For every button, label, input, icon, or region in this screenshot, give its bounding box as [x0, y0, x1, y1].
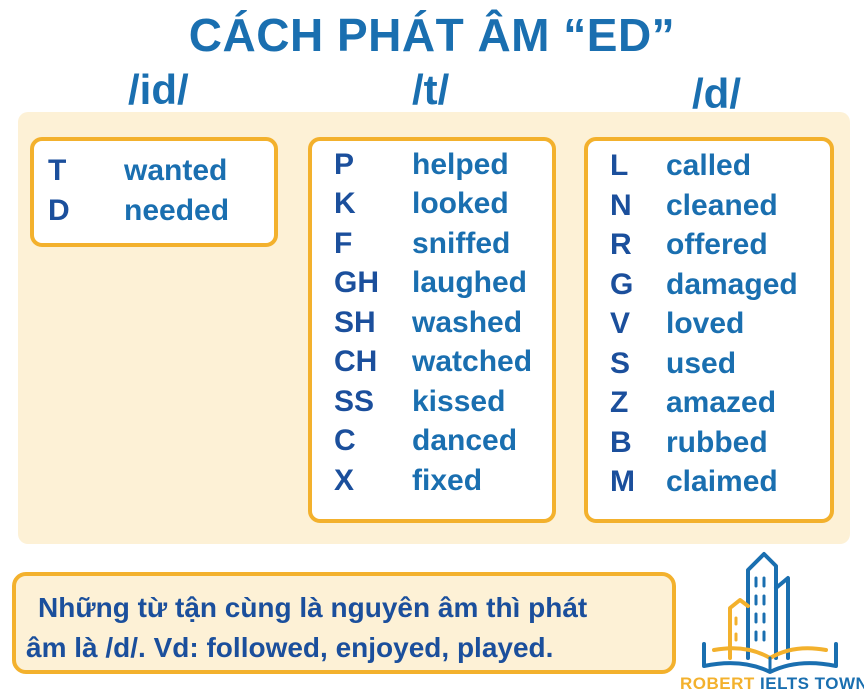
ending-letter: SS [334, 385, 375, 418]
note-line-2: âm là /d/. Vd: followed, enjoyed, played… [26, 632, 554, 663]
list-item: L called [588, 146, 830, 186]
example-word: washed [412, 306, 523, 339]
ending-letter: SH [334, 306, 376, 339]
list-item: F sniffed [312, 224, 552, 264]
ending-letter: G [610, 268, 634, 301]
example-word: kissed [412, 385, 506, 418]
vowel-note: Những từ tận cùng là nguyên âm thì phát … [12, 572, 676, 674]
ending-letter: F [334, 227, 353, 260]
ending-letter: CH [334, 345, 378, 378]
example-word: watched [412, 345, 533, 378]
list-item: X fixed [312, 461, 552, 501]
list-item: SH washed [312, 303, 552, 343]
example-word: looked [412, 187, 509, 220]
list-item: D needed [34, 191, 274, 231]
ending-letter: V [610, 307, 631, 340]
list-item: CH watched [312, 342, 552, 382]
list-item: Z amazed [588, 383, 830, 423]
ending-letter: Z [610, 386, 629, 419]
example-word: called [666, 149, 752, 182]
list-item: G damaged [588, 265, 830, 305]
list-item: T wanted [34, 151, 274, 191]
example-word: cleaned [666, 189, 778, 222]
ending-letter: GH [334, 266, 379, 299]
page-title: CÁCH PHÁT ÂM “ED” [188, 9, 676, 61]
brand-part-2: IELTS TOWN [760, 674, 864, 693]
group-t: P helped K looked F sniffed GH laughed S… [308, 137, 556, 523]
ending-letter: M [610, 465, 635, 498]
ending-letter: T [48, 154, 67, 187]
list-item: V loved [588, 304, 830, 344]
example-word: amazed [666, 386, 777, 419]
list-item: SS kissed [312, 382, 552, 422]
example-word: damaged [666, 268, 798, 301]
group-d: L called N cleaned R offered G damaged V… [584, 137, 834, 523]
example-word: helped [412, 148, 509, 181]
list-item: R offered [588, 225, 830, 265]
example-word: sniffed [412, 227, 511, 260]
ending-letter: K [334, 187, 356, 220]
list-item: GH laughed [312, 263, 552, 303]
group-id: T wanted D needed [30, 137, 278, 247]
heading-d: /d/ [692, 70, 741, 117]
example-word: claimed [666, 465, 778, 498]
heading-t: /t/ [412, 66, 450, 113]
list-item: S used [588, 344, 830, 384]
example-word: laughed [412, 266, 528, 299]
example-word: offered [666, 228, 768, 261]
brand-part-1: ROBERT [680, 674, 755, 693]
ending-letter: D [48, 194, 70, 227]
list-item: C danced [312, 421, 552, 461]
example-word: rubbed [666, 426, 768, 459]
ending-letter: C [334, 424, 356, 457]
ending-letter: X [334, 464, 355, 497]
example-word: fixed [412, 464, 483, 497]
ending-letter: B [610, 426, 632, 459]
list-item: P helped [312, 145, 552, 185]
ending-letter: N [610, 189, 632, 222]
building-book-icon [702, 552, 838, 674]
ending-letter: R [610, 228, 632, 261]
list-item: K looked [312, 184, 552, 224]
list-item: M claimed [588, 462, 830, 502]
example-word: wanted [124, 154, 228, 187]
example-word: loved [666, 307, 745, 340]
note-line-1: Những từ tận cùng là nguyên âm thì phát [38, 592, 588, 623]
example-word: danced [412, 424, 518, 457]
list-item: B rubbed [588, 423, 830, 463]
ending-letter: P [334, 148, 355, 181]
brand-logo-text: ROBERT IELTS TOWN [680, 674, 864, 694]
list-item: N cleaned [588, 186, 830, 226]
example-word: needed [124, 194, 230, 227]
ending-letter: S [610, 347, 631, 380]
example-word: used [666, 347, 737, 380]
heading-id: /id/ [128, 66, 189, 113]
ending-letter: L [610, 149, 629, 182]
